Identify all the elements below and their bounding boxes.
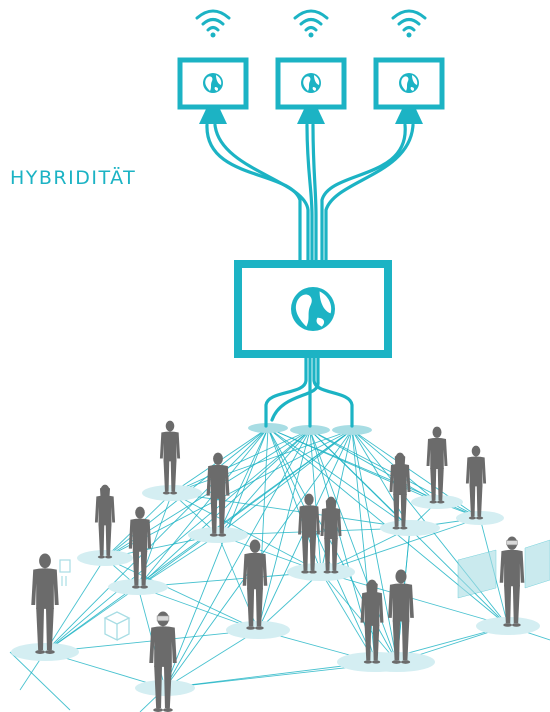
hologram-screens-icon <box>457 539 550 599</box>
3d-cube-icon <box>103 611 131 642</box>
person-couple-left <box>298 493 320 574</box>
cable <box>270 356 320 422</box>
diagram-title: HYBRIDITÄT <box>10 167 137 189</box>
node-disc <box>77 550 133 566</box>
globe-icon <box>203 73 223 93</box>
hub-disc <box>290 425 330 435</box>
person-standing <box>389 452 411 530</box>
cable <box>312 356 354 428</box>
wifi-icon <box>391 9 427 38</box>
globe-icon <box>399 73 419 93</box>
person-couple-right <box>320 496 342 574</box>
cable <box>305 123 314 267</box>
person-walking <box>388 569 414 664</box>
node-disc <box>287 563 355 581</box>
person-standing <box>206 452 230 537</box>
person-vr-headset <box>499 536 525 627</box>
cable <box>213 123 310 267</box>
monitors <box>177 9 445 358</box>
floating-tablet-icon <box>59 559 71 586</box>
person-walking <box>360 579 384 664</box>
person-phone-call <box>94 484 116 559</box>
wifi-icon <box>293 9 329 38</box>
cable <box>205 123 302 267</box>
small-monitor-left <box>177 9 249 124</box>
people-group <box>31 420 525 712</box>
person-standing <box>128 506 152 589</box>
cable <box>264 356 308 428</box>
small-monitor-right <box>373 9 445 124</box>
node-disc <box>380 520 440 536</box>
person-standing <box>242 539 268 630</box>
cable <box>320 123 407 267</box>
person-vr-headset <box>149 611 177 712</box>
device-icons <box>59 539 550 642</box>
hub-disc <box>248 423 288 433</box>
person-phone-call <box>465 445 487 520</box>
globe-icon <box>291 287 335 331</box>
person-standing <box>159 420 181 495</box>
vr-headset-icon <box>506 540 518 546</box>
cable <box>311 123 318 267</box>
node-disc <box>188 527 248 543</box>
small-monitor-center <box>275 9 347 124</box>
hub-disc <box>332 425 372 435</box>
cables <box>205 123 415 428</box>
large-monitor <box>234 260 392 358</box>
globe-icon <box>301 73 321 93</box>
node-disc <box>11 643 79 661</box>
wifi-icon <box>195 9 231 38</box>
person-businessman <box>31 553 59 654</box>
cable <box>324 123 415 267</box>
node-disc <box>226 621 290 639</box>
vr-headset-icon <box>156 615 170 622</box>
person-standing <box>426 426 448 504</box>
